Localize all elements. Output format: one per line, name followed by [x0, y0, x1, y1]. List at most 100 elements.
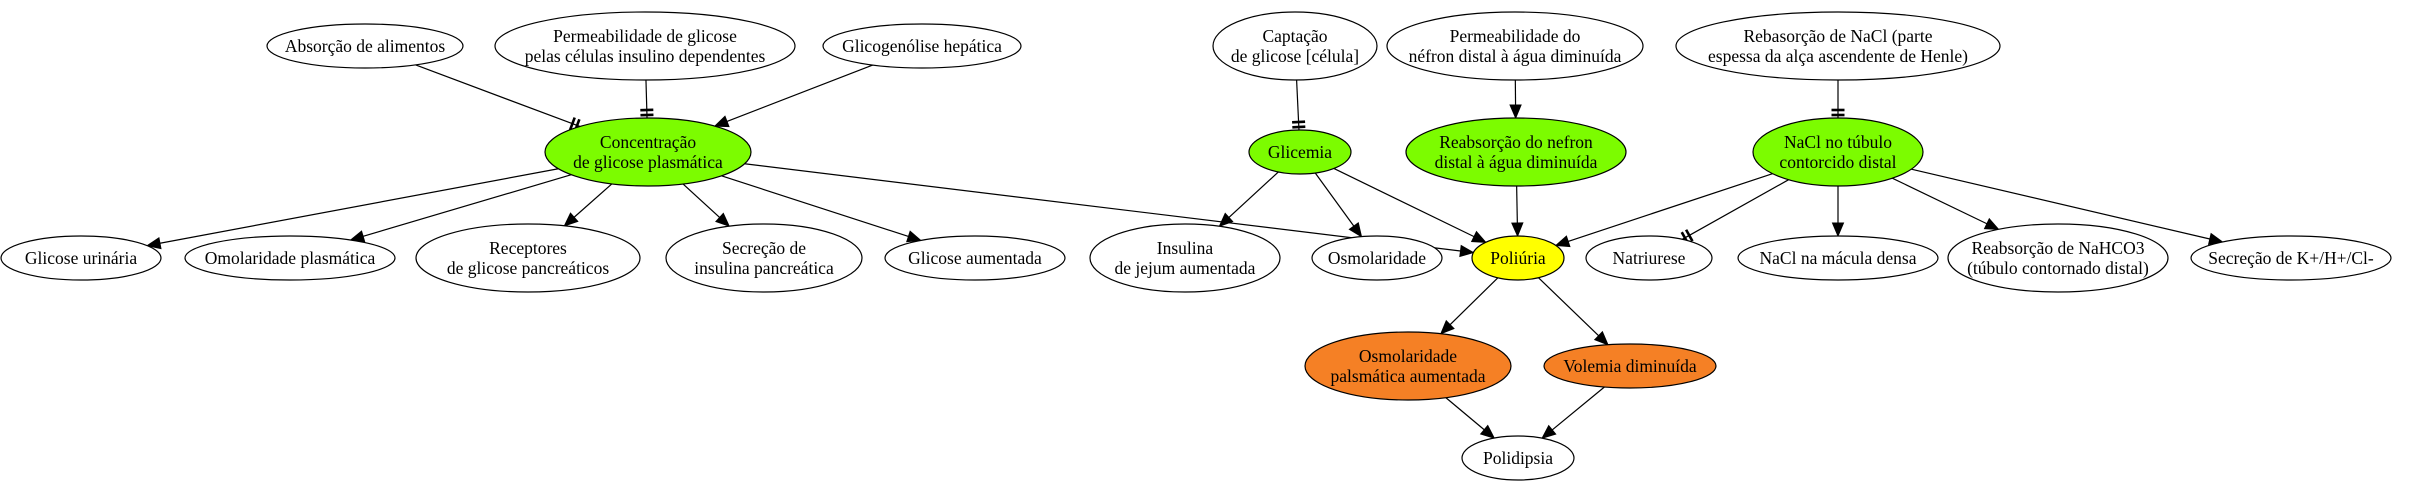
edge-line — [1538, 277, 1600, 337]
node-ellipse — [1737, 235, 1939, 281]
node-label: Glicemia — [1268, 142, 1332, 162]
edge-concentracao-to-receptores — [563, 183, 613, 227]
node-glicose-aumentada: Glicose aumentada — [884, 235, 1066, 281]
edge-line — [415, 64, 581, 128]
node-label: de glicose plasmática — [573, 152, 723, 172]
arrow-head — [1831, 222, 1845, 238]
node-label: Captação — [1262, 26, 1327, 46]
edge-concentracao-to-secrecao-insulina — [682, 183, 731, 228]
node-ellipse — [415, 223, 641, 293]
node-label: espessa da alça ascendente de Henle) — [1708, 46, 1968, 66]
node-ellipse — [184, 235, 396, 281]
node-label: Poliúria — [1490, 248, 1546, 268]
node-label: Natriurese — [1613, 248, 1686, 268]
edge-captacao-to-glicemia — [1292, 79, 1306, 131]
arrow-head — [1479, 424, 1496, 439]
edge-absorcao-to-concentracao — [415, 64, 581, 132]
edge-nacl-tubulo-to-natriurese — [1680, 179, 1789, 245]
node-label: Omolaridade plasmática — [205, 248, 376, 268]
node-label: Rebasorção de NaCl (parte — [1743, 26, 1932, 46]
node-label: de jejum aumentada — [1115, 258, 1256, 278]
edge-line — [362, 174, 572, 237]
arrow-head — [1509, 104, 1522, 120]
inhibition-tee-mark — [568, 117, 576, 131]
edge-line — [1314, 172, 1355, 227]
node-ellipse — [1585, 235, 1713, 281]
node-osmolaridade: Osmolaridade — [1311, 235, 1443, 281]
inhibition-tee-mark — [1292, 125, 1306, 129]
node-label: Permeabilidade de glicose — [553, 26, 737, 46]
node-label: Reabsorção de NaHCO3 — [1971, 238, 2144, 258]
edge-line — [744, 163, 1461, 252]
edge-concentracao-to-poliuria — [744, 163, 1475, 258]
node-osmolaridade-plasmatica: Omolaridade plasmática — [184, 235, 396, 281]
arrow-head — [1511, 222, 1524, 238]
edge-concentracao-to-glicose-urinaria — [145, 168, 559, 250]
node-reabsorcao-nahco3: Reabsorção de NaHCO3(túbulo contornado d… — [1947, 223, 2169, 293]
edges-layer — [145, 64, 2224, 439]
node-label: NaCl na mácula densa — [1760, 248, 1917, 268]
node-label: Glicogenólise hepática — [842, 36, 1002, 56]
node-polidipsia: Polidipsia — [1461, 435, 1575, 481]
edge-permeabilidade-glicose-to-concentracao — [640, 79, 654, 119]
node-absorcao: Absorção de alimentos — [266, 23, 464, 69]
node-secrecao-k: Secreção de K+/H+/Cl- — [2190, 235, 2392, 281]
node-label: de glicose [célula] — [1231, 46, 1359, 66]
edge-reabsorcao-nefron-to-poliuria — [1511, 185, 1524, 238]
node-label: Insulina — [1157, 238, 1214, 258]
arrow-head — [1459, 244, 1475, 258]
arrow-head — [563, 212, 579, 227]
node-ellipse — [1471, 235, 1565, 281]
edge-line — [682, 183, 721, 218]
node-volemia: Volemia diminuída — [1543, 343, 1717, 389]
node-label: contorcido distal — [1779, 152, 1896, 172]
arrow-head — [1439, 319, 1455, 335]
node-ellipse — [884, 235, 1066, 281]
inhibition-tee-mark — [1684, 229, 1694, 242]
arrow-head — [906, 230, 923, 243]
edge-line — [159, 168, 559, 244]
edge-line — [721, 175, 909, 237]
node-ellipse — [1752, 117, 1924, 187]
node-label: Volemia diminuída — [1563, 356, 1697, 376]
edge-line — [1228, 171, 1279, 218]
node-natriurese: Natriurese — [1585, 235, 1713, 281]
node-ellipse — [544, 117, 752, 187]
node-ellipse — [1461, 435, 1575, 481]
node-label: Osmolaridade — [1359, 346, 1457, 366]
arrow-head — [1541, 424, 1557, 439]
node-label: insulina pancreática — [694, 258, 834, 278]
node-label: (túbulo contornado distal) — [1967, 258, 2149, 278]
arrow-head — [1348, 222, 1363, 238]
arrow-head — [1554, 235, 1571, 248]
node-label: de glicose pancreáticos — [447, 258, 609, 278]
edge-line — [726, 64, 873, 123]
node-label: Permeabilidade do — [1450, 26, 1581, 46]
node-ellipse — [0, 235, 162, 281]
node-glicemia: Glicemia — [1248, 129, 1352, 175]
arrow-head — [1593, 330, 1609, 346]
arrow-head — [1470, 230, 1487, 243]
node-ellipse — [1543, 343, 1717, 389]
node-label: néfron distal à água diminuída — [1409, 46, 1622, 66]
node-label: Absorção de alimentos — [285, 36, 446, 56]
node-label: Receptores — [489, 238, 567, 258]
edge-permeabilidade-nefron-to-reabsorcao-nefron — [1509, 79, 1522, 120]
edge-line — [573, 183, 613, 218]
edge-line — [645, 79, 648, 119]
edge-poliuria-to-volemia — [1538, 277, 1609, 346]
node-label: Concentração — [600, 132, 696, 152]
edge-glicemia-to-insulina-jejum — [1218, 171, 1279, 228]
edge-glicemia-to-osmolaridade — [1314, 172, 1363, 238]
edge-line — [1449, 277, 1499, 326]
node-ellipse — [2190, 235, 2392, 281]
arrow-head — [713, 115, 730, 128]
node-ellipse — [494, 11, 796, 81]
node-ellipse — [1405, 117, 1627, 187]
